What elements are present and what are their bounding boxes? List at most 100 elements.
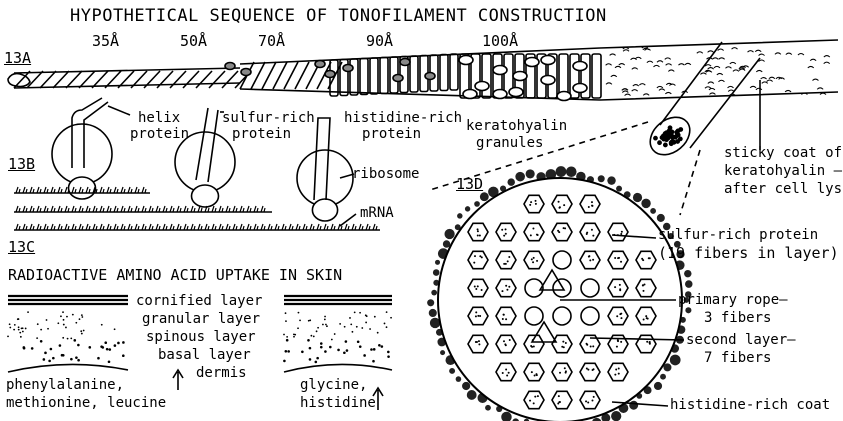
mrna-base [170, 224, 174, 230]
rope-twist-line [79, 71, 95, 88]
leader-helix [108, 106, 130, 115]
mrna-base [93, 224, 97, 230]
skin-right-cell-dot [316, 330, 318, 332]
histidine-coat-blob [629, 401, 638, 410]
label-second-layer-1: second layer– [686, 333, 796, 347]
sticky-coat-texture [769, 77, 775, 79]
mrna-base [247, 224, 251, 230]
mrna-base [121, 206, 125, 212]
sticky-coat-texture [622, 91, 628, 93]
fiber-dot [536, 234, 538, 236]
skin-right-cell-dot [324, 350, 327, 353]
skin-left-cell-dot [100, 345, 103, 348]
mrna-base [373, 224, 377, 230]
mrna-base [100, 206, 104, 212]
fiber-dot [563, 204, 565, 206]
mrna-base [65, 206, 69, 212]
skin-left-cell-dot [17, 318, 19, 320]
fiber-dot [565, 372, 567, 374]
sticky-coat-texture [642, 47, 648, 49]
sticky-coat-texture [817, 88, 823, 90]
mrna-base [121, 224, 125, 230]
fiber-dot [477, 235, 479, 237]
ribosome-1-small [69, 177, 96, 199]
label-ribosome: ribosome [352, 167, 419, 181]
sticky-coat-texture [665, 58, 671, 60]
mrna-base [296, 224, 300, 230]
histidine-coat-blob [657, 214, 665, 222]
fiber-dot [502, 318, 504, 320]
sticky-coat-texture [633, 85, 639, 87]
mrna-base [156, 206, 160, 212]
sticky-coat-texture [756, 70, 762, 72]
skin-right-cell-dot [326, 325, 328, 327]
skin-left-cell-dot [47, 328, 49, 330]
sticky-coat-texture [659, 89, 665, 91]
rope-fiber [482, 54, 491, 98]
skin-right-cell-dot [352, 331, 354, 333]
mrna-base [16, 206, 20, 212]
mrna-base [254, 224, 258, 230]
sticky-coat-texture [705, 87, 711, 89]
skin-right-cell-dot [315, 361, 318, 364]
skin-right-basement-curve [284, 364, 392, 372]
skin-right-cell-dot [363, 354, 366, 357]
sticky-coat-texture [743, 66, 749, 68]
keratohyalin-granule [557, 92, 571, 101]
skin-right-cell-dot [285, 312, 287, 314]
sticky-coat-texture [635, 57, 641, 59]
mrna-base [219, 206, 223, 212]
fiber-dot [477, 315, 479, 317]
histidine-coat-blob [641, 199, 650, 208]
cut-rope-fiber-dot [671, 136, 674, 139]
skin-left-cell-dot [31, 347, 34, 350]
fiber-dot [533, 257, 535, 259]
fiber-dot [536, 260, 538, 262]
sticky-coat-texture [732, 48, 738, 50]
right-amino-acids-1: glycine, [300, 378, 367, 392]
histidine-coat-blob [480, 192, 489, 201]
fiber-dot [586, 232, 588, 234]
histidine-coat-blob [449, 368, 455, 374]
mrna-base [212, 206, 216, 212]
skin-right-cell-dot [316, 357, 319, 360]
mrna-base [114, 206, 118, 212]
skin-right-cell-dot [365, 322, 367, 324]
fiber-dot [561, 346, 563, 348]
sticky-coat-texture [824, 62, 830, 64]
skin-right-cell-dot [324, 319, 326, 321]
mrna-base [254, 206, 258, 212]
fiber-dot [529, 400, 531, 402]
skin-left-cell-dot [70, 337, 72, 339]
skin-left-cell-dot [44, 352, 47, 355]
sticky-coat-texture [678, 64, 684, 66]
skin-left-cell-dot [77, 344, 80, 347]
panel-c-heading: RADIOACTIVE AMINO ACID UPTAKE IN SKIN [8, 268, 342, 283]
mrna-base [100, 187, 104, 193]
mrna-base [226, 206, 230, 212]
mrna-base [44, 187, 48, 193]
skin-left-cell-dot [18, 329, 20, 331]
mrna-base [303, 224, 307, 230]
fiber-dot [585, 400, 587, 402]
skin-right-cell-dot [309, 358, 312, 361]
mrna-base [191, 206, 195, 212]
label-sulfur-rich-protein-1: sulfur-rich [222, 111, 315, 125]
skin-left-cell-dot [20, 336, 22, 338]
skin-left-cell-dot [67, 338, 69, 340]
skin-right-cell-dot [369, 328, 371, 330]
keratohyalin-granule [493, 66, 507, 75]
histidine-coat-blob [616, 186, 622, 192]
skin-left-cell-dot [88, 346, 91, 349]
mrna-base [114, 224, 118, 230]
skin-left-cell-dot [18, 326, 20, 328]
histidine-coat-blob [429, 309, 437, 317]
mrna-base [317, 224, 321, 230]
sticky-coat-texture [725, 67, 731, 69]
mrna-base [233, 206, 237, 212]
fiber-dot [505, 344, 507, 346]
skin-right-cell-dot [384, 323, 386, 325]
sticky-coat-texture [785, 90, 791, 92]
skin-right-cell-dot [356, 326, 358, 328]
sticky-coat-texture [719, 58, 725, 60]
